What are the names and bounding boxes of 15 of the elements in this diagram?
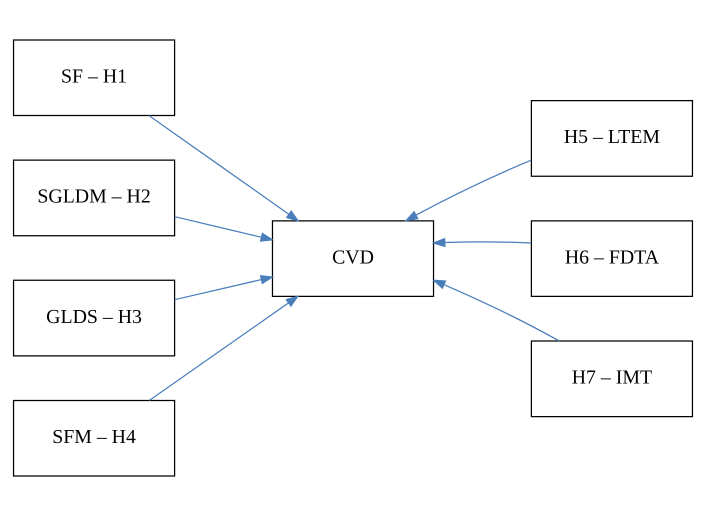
- node-box: H6 – FDTA: [530, 220, 694, 297]
- node-box: SFM – H4: [12, 399, 176, 476]
- arrow: [432, 237, 532, 247]
- node-box: H5 – LTEM: [530, 100, 694, 176]
- node-box: CVD: [272, 220, 434, 297]
- node-box: SF – H1: [12, 38, 176, 116]
- node-box: GLDS – H3: [12, 279, 176, 356]
- arrow: [404, 159, 532, 221]
- node-box: H7 – IMT: [530, 340, 694, 417]
- arrow: [174, 216, 274, 242]
- node-box: SGLDM – H2: [12, 159, 176, 236]
- arrow: [174, 274, 274, 300]
- arrow: [432, 278, 560, 341]
- arrow: [149, 294, 300, 400]
- arrow: [148, 114, 300, 222]
